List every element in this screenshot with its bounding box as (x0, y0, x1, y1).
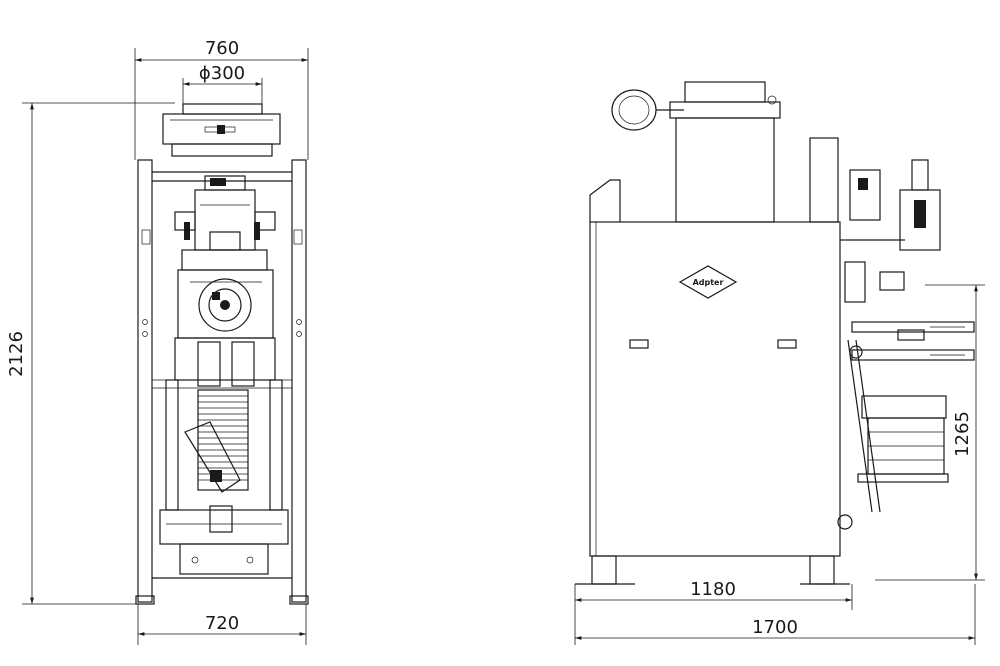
cabinet-feet (575, 555, 850, 585)
dimension-2126-label: 2126 (6, 331, 27, 377)
side-inlet (611, 81, 781, 223)
dimension-1265-label: 1265 (952, 411, 973, 457)
side-view: Adpter (574, 81, 985, 645)
logo-text: Adpter (693, 278, 724, 287)
base-clamp (152, 505, 292, 579)
main-cabinet: Adpter (589, 137, 841, 557)
dimension-2126: 2126 (6, 102, 175, 605)
dimension-phi300-label: ϕ300 (199, 63, 245, 84)
dimension-760: 760 (134, 38, 309, 160)
dimension-1700: 1700 (575, 584, 976, 645)
dimension-720-label: 720 (205, 613, 239, 634)
valve-body (177, 269, 274, 339)
dimension-1265: 1265 (875, 284, 985, 581)
bag-support (857, 395, 949, 483)
front-view: 760 ϕ300 2126 720 (6, 38, 309, 645)
filling-body (165, 337, 283, 511)
dimension-720: 720 (137, 604, 307, 645)
inlet-flange (162, 103, 281, 157)
dimension-1700-label: 1700 (752, 617, 798, 638)
adpter-logo: Adpter (678, 265, 738, 299)
bellows (197, 389, 249, 491)
dimension-760-label: 760 (205, 38, 239, 59)
dimension-phi300: ϕ300 (182, 63, 263, 112)
dimension-1180-label: 1180 (690, 579, 736, 600)
dimension-1180: 1180 (574, 579, 853, 645)
feeder-assembly (174, 175, 276, 271)
